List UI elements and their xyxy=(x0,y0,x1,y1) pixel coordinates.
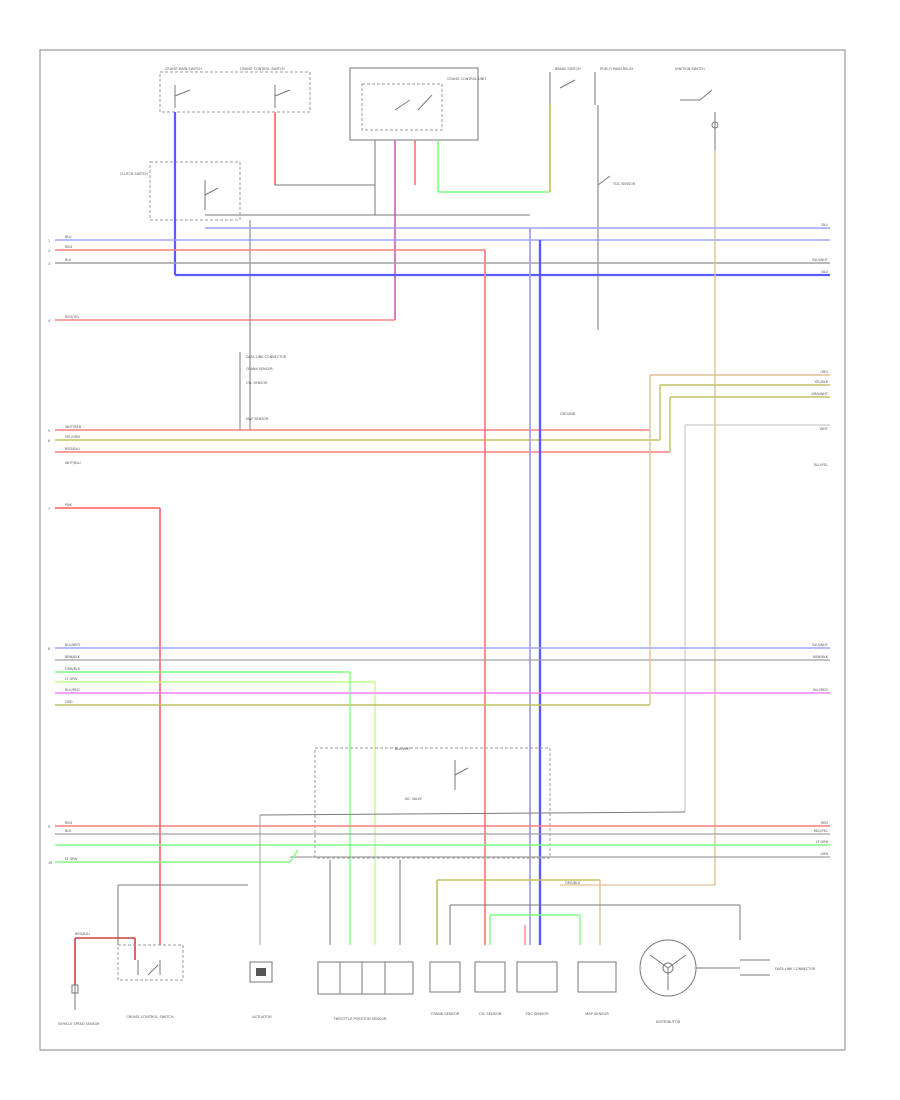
wire-brn-blk-label: BRN/BLK xyxy=(65,655,81,659)
tdc-sensor-label: TDC SENSOR xyxy=(612,182,636,186)
wire-pnk-label: PNK xyxy=(65,503,73,507)
wire-org-2-label: ORG xyxy=(65,700,73,704)
wire-grn-wht-label: GRN/WHT xyxy=(811,392,829,396)
lower-bus: RED BLK LT GRN RED RED/YEL LT GRN GRN xyxy=(55,821,830,863)
map-sensor: MAP SENSOR xyxy=(577,961,617,1016)
connector-key: DATA LINK CONNECTOR CRANK SENSOR CYL SEN… xyxy=(239,352,576,430)
wire-blu-red-label: BLU/RED xyxy=(65,688,80,692)
distributor-label: DISTRIBUTOR xyxy=(656,1020,681,1024)
pin-6: 6 xyxy=(48,439,50,443)
ignition-output-label: DATA LINK CONNECTOR xyxy=(775,967,816,971)
cruise-main-switch: CRUISE MAIN SWITCH CRUISE CONTROL SWITCH xyxy=(159,67,311,113)
pin-9: 9 xyxy=(48,825,50,829)
middle-bus: WHT/RED YEL/GRN RED/BLU WHT/BLU ORG YEL/… xyxy=(55,370,830,812)
map-sensor-label: MAP SENSOR xyxy=(585,1012,609,1016)
top-internal-wires xyxy=(173,105,716,430)
pgm-fi-block: BLK/WHT IAC VALVE xyxy=(259,747,686,859)
ignition-switch: IGNITION SWITCH xyxy=(675,67,719,150)
cyl-sensor-label: CYL SENSOR xyxy=(479,1012,502,1016)
upper-bus: BLU RED BLK RED/YEL BLU BLU/WHT BLU xyxy=(55,223,830,321)
tps-label: THROTTLE POSITION SENSOR xyxy=(332,1017,387,1021)
cruise-control-switch-bottom: CRUISE CONTROL SWITCH xyxy=(117,944,184,1019)
wire-red-2-label: RED xyxy=(65,821,72,825)
wire-blu-yel-label: BLU/YEL xyxy=(814,463,828,467)
left-pin-numbers: 1 2 3 4 5 6 7 8 9 10 xyxy=(48,239,52,865)
cyl-sensor: CYL SENSOR xyxy=(474,961,506,1016)
wire-blk-label: BLK xyxy=(65,258,72,262)
wire-grn-label: GRN xyxy=(820,852,828,856)
component-feed-wires: ORG/BLU RED/BLU xyxy=(74,815,741,985)
key-line-3: CYL SENSOR xyxy=(246,381,268,385)
cruise-control-unit-label: CRUISE CONTROL UNIT xyxy=(447,77,487,81)
key-line-4: MAP SENSOR xyxy=(246,417,269,421)
wire-lt-grn-label: LT GRN xyxy=(65,677,78,681)
wire-blu-right-label: BLU xyxy=(821,223,828,227)
clutch-switch-label: CLUTCH SWITCH xyxy=(120,172,148,176)
wire-blu-label: BLU xyxy=(65,235,72,239)
wire-blk-2-label: BLK xyxy=(65,829,72,833)
pgm-fi-main-relay-label: PGM-FI MAIN RELAY xyxy=(600,67,634,71)
wire-red-blu-label: RED/BLU xyxy=(65,447,80,451)
wire-blu-red-right-label: BLU/RED xyxy=(813,688,828,692)
wire-grn-blk-label: GRN/BLK xyxy=(65,667,81,671)
wire-lt-grn-2-label: LT GRN xyxy=(65,857,78,861)
wire-red-yel-right-label: RED/YEL xyxy=(814,829,828,833)
wire-blu-right-2-label: BLU xyxy=(821,270,828,274)
brake-switch: BRAKE SWITCH PGM-FI MAIN RELAY xyxy=(549,67,634,105)
pin-2: 2 xyxy=(48,249,50,253)
key-line-1: DATA LINK CONNECTOR xyxy=(246,355,287,359)
wire-yel-grn-label: YEL/GRN xyxy=(65,435,80,439)
cruise-control-switch-label: CRUISE CONTROL SWITCH xyxy=(240,67,285,71)
wire-blu-wht-2-label: BLU/WHT xyxy=(65,643,82,647)
wire-red-right-label: RED xyxy=(821,821,828,825)
pin-8: 8 xyxy=(48,647,50,651)
vss-label: VEHICLE SPEED SENSOR xyxy=(58,1022,100,1026)
tdc-sensor-bottom-label: TDC SENSOR xyxy=(524,1012,549,1016)
actuator: ACTUATOR xyxy=(249,961,273,1019)
wire-red-yel-label: RED/YEL xyxy=(65,315,79,319)
ground-label: GROUND xyxy=(560,412,576,416)
wire-red-label: RED xyxy=(65,245,72,249)
diagram-frame xyxy=(39,49,846,1051)
pin-7: 7 xyxy=(48,507,50,511)
pin-10: 10 xyxy=(48,861,52,865)
tdc-sensor: TDC SENSOR xyxy=(516,961,558,1016)
ignition-switch-label: IGNITION SWITCH xyxy=(675,67,705,71)
throttle-position-sensor: THROTTLE POSITION SENSOR xyxy=(317,961,414,1021)
wire-blu-wht-label: BLU/WHT xyxy=(812,258,829,262)
clutch-switch: CLUTCH SWITCH xyxy=(120,161,241,221)
wire-lt-grn-right-label: LT GRN xyxy=(816,840,829,844)
vehicle-speed-sensor: VEHICLE SPEED SENSOR xyxy=(58,984,100,1026)
actuator-label: ACTUATOR xyxy=(252,1015,272,1019)
brake-switch-label: BRAKE SWITCH xyxy=(555,67,581,71)
wire-yel-blk-label: YEL/BLK xyxy=(814,380,828,384)
key-line-2: CRANK SENSOR xyxy=(246,367,273,371)
wire-blu-wht-right-label: BLU/WHT xyxy=(812,643,829,647)
wire-wht-blu-label: WHT/BLU xyxy=(65,461,81,465)
iac-valve-label: IAC VALVE xyxy=(405,797,422,801)
relay-contact: TDC SENSOR xyxy=(597,170,636,200)
pin-3: 3 xyxy=(48,262,50,266)
crank-sensor: CRANK SENSOR xyxy=(429,961,461,1016)
wire-wht-label: WHT xyxy=(820,427,829,431)
pin-5: 5 xyxy=(48,429,50,433)
wire-org-label: ORG xyxy=(820,370,828,374)
crank-sensor-label: CRANK SENSOR xyxy=(431,1012,460,1016)
junction-label: ORG/BLU xyxy=(565,881,581,885)
main-relay-block-label: BLK/WHT xyxy=(395,747,411,751)
cruise-switch-bottom-label: CRUISE CONTROL SWITCH xyxy=(126,1015,173,1019)
pin-1: 1 xyxy=(48,239,50,243)
cruise-main-switch-label: CRUISE MAIN SWITCH xyxy=(165,67,202,71)
pin-4: 4 xyxy=(48,319,50,323)
long-verticals: PNK xyxy=(55,228,716,945)
lower-middle-bus: BLU/WHT BRN/BLK GRN/BLK LT GRN BLU/RED O… xyxy=(55,430,830,945)
cruise-control-unit: CRUISE CONTROL UNIT xyxy=(349,67,487,141)
wire-wht-red-label: WHT/RED xyxy=(65,425,82,429)
wire-dark-red-label: RED/BLU xyxy=(75,932,90,936)
wire-brn-blk-right-label: BRN/BLK xyxy=(813,655,829,659)
distributor: DISTRIBUTOR DATA LINK CONNECTOR xyxy=(639,939,816,1024)
